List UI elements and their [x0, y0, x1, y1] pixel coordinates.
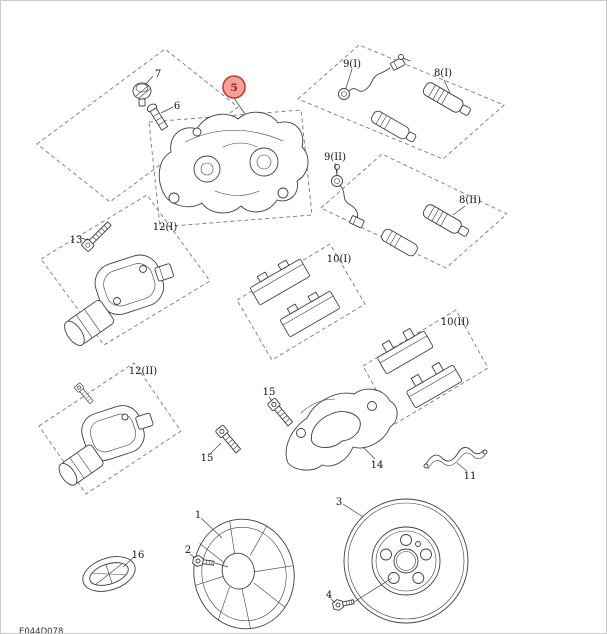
diagram-code: E044D078	[19, 627, 63, 634]
part-actuator-bolt	[73, 382, 95, 405]
part-labels: 7 6 9(I) 8(I) 9(II) 8(II) 13 12(I) 10(I)…	[70, 59, 481, 601]
highlight-balloon-5[interactable]: 5	[222, 75, 246, 115]
label-11[interactable]: 11	[464, 471, 477, 482]
leader-2	[189, 553, 196, 559]
leader-8i	[443, 79, 451, 94]
leader-8ii	[452, 205, 466, 216]
label-7[interactable]: 7	[155, 69, 161, 80]
leader-14	[362, 446, 376, 460]
label-14[interactable]: 14	[371, 460, 384, 471]
label-15-b[interactable]: 15	[201, 453, 214, 464]
label-16[interactable]: 16	[132, 550, 145, 561]
leader-15b	[210, 442, 222, 454]
part-wear-sensor-cable-2	[331, 164, 365, 229]
dashed-box-cap-pin	[36, 48, 239, 203]
label-9-1[interactable]: 9(I)	[343, 59, 361, 70]
leader-7	[144, 75, 154, 86]
leader-5	[233, 97, 246, 115]
label-9-2[interactable]: 9(II)	[324, 152, 346, 163]
label-12-2[interactable]: 12(II)	[129, 366, 158, 377]
label-2[interactable]: 2	[185, 545, 191, 556]
leader-11	[456, 462, 468, 472]
part-brake-caliper	[158, 111, 309, 214]
part-brake-pads-1	[250, 259, 340, 337]
part-brake-disc	[343, 498, 469, 624]
leader-9i	[345, 68, 353, 89]
leader-16	[122, 556, 135, 568]
dashed-box-sensors-2	[320, 153, 508, 269]
part-spring-clip	[423, 447, 488, 470]
label-12-1[interactable]: 12(I)	[153, 222, 178, 233]
leader-1	[200, 517, 223, 539]
part-disc-screw	[331, 595, 356, 612]
leader-13	[80, 237, 89, 241]
label-10-2[interactable]: 10(II)	[441, 317, 470, 328]
label-13[interactable]: 13	[70, 235, 83, 246]
dashed-box-pads-2	[362, 309, 489, 425]
part-wear-sensor-1	[371, 82, 471, 143]
leader-4	[330, 598, 336, 604]
alignment-line-disc-screw	[353, 577, 393, 603]
label-8-1[interactable]: 8(I)	[434, 68, 452, 79]
part-caliper-mount-bolt	[81, 221, 112, 252]
leader-6	[160, 106, 174, 114]
part-parking-brake-actuator-1	[64, 254, 174, 346]
label-5[interactable]: 5	[230, 82, 237, 94]
label-8-2[interactable]: 8(II)	[459, 195, 481, 206]
part-wear-sensor-2	[381, 204, 470, 257]
label-6[interactable]: 6	[174, 101, 180, 112]
part-brake-pads-2	[377, 327, 463, 408]
label-10-1[interactable]: 10(I)	[327, 254, 352, 265]
part-bleeder-cap	[132, 82, 152, 107]
part-splash-shield	[193, 518, 295, 630]
part-guide-pin	[146, 103, 169, 131]
highlight-circle[interactable]	[222, 75, 246, 99]
label-1[interactable]: 1	[195, 510, 201, 521]
part-bracket-bolt-2	[214, 424, 243, 455]
part-caliper-bracket	[285, 388, 398, 471]
leader-3	[342, 503, 364, 518]
leader-15a	[268, 396, 273, 402]
part-wear-sensor-cable-1	[338, 54, 411, 100]
label-4[interactable]: 4	[326, 590, 332, 601]
label-15-a[interactable]: 15	[263, 387, 276, 398]
part-grommet	[82, 556, 136, 592]
alignment-line-shield-bolt	[214, 562, 229, 568]
leader-lines	[80, 68, 468, 604]
dashed-box-sensors-1	[297, 44, 505, 160]
label-3[interactable]: 3	[336, 497, 342, 508]
part-parking-brake-actuator-2	[58, 405, 154, 486]
leader-9ii	[334, 162, 338, 176]
part-bracket-bolt-1	[266, 397, 295, 428]
